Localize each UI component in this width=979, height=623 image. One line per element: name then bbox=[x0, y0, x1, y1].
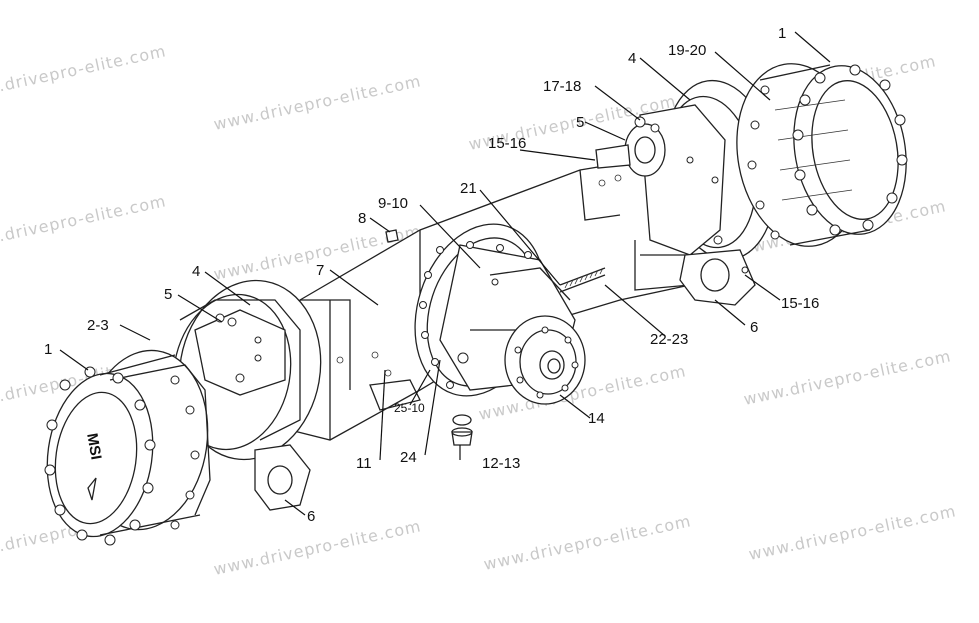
label-1-right: 1 bbox=[778, 25, 786, 42]
label-17-18: 17-18 bbox=[543, 78, 581, 95]
right-bleed-screw bbox=[595, 144, 631, 169]
watermark: www.drivepro-elite.com bbox=[742, 346, 953, 409]
label-25-10: 25-10 bbox=[394, 401, 425, 415]
hub-logo: MSI bbox=[83, 432, 104, 461]
right-brake-caliper bbox=[679, 249, 756, 306]
label-5-right: 5 bbox=[576, 114, 584, 131]
label-4-right: 4 bbox=[628, 50, 636, 67]
label-19-20: 19-20 bbox=[668, 42, 706, 59]
label-6-left: 6 bbox=[307, 508, 315, 525]
watermark: www.drivepro-elite.com bbox=[0, 191, 168, 254]
left-brake-caliper bbox=[254, 444, 311, 511]
label-5-left: 5 bbox=[164, 286, 172, 303]
flange-bolts bbox=[419, 241, 532, 389]
label-21: 21 bbox=[460, 180, 477, 197]
label-12-13: 12-13 bbox=[482, 455, 520, 472]
label-14: 14 bbox=[588, 410, 605, 427]
watermark: www.drivepro-elite.com bbox=[747, 501, 958, 564]
leader-lines bbox=[59, 31, 831, 516]
label-1-left: 1 bbox=[44, 341, 52, 358]
callout-labels: 1 2-3 4 5 6 7 8 9-10 11 12-13 14 15-16 1… bbox=[44, 25, 819, 525]
label-7: 7 bbox=[316, 262, 324, 279]
right-wheel-end bbox=[595, 63, 908, 306]
label-8: 8 bbox=[358, 210, 366, 227]
left-wheel-end: MSI bbox=[44, 279, 322, 546]
label-6-right: 6 bbox=[750, 319, 758, 336]
label-2-3: 2-3 bbox=[87, 317, 109, 334]
right-hub-bolts bbox=[747, 64, 908, 240]
label-15-16-right: 15-16 bbox=[781, 295, 819, 312]
watermark: www.drivepro-elite.com bbox=[0, 41, 168, 104]
label-24: 24 bbox=[400, 449, 417, 466]
watermark: www.drivepro-elite.com bbox=[482, 511, 693, 574]
label-15-16-top: 15-16 bbox=[488, 135, 526, 152]
right-actuator bbox=[624, 123, 666, 177]
breather bbox=[385, 229, 399, 243]
label-9-10: 9-10 bbox=[378, 195, 408, 212]
drain-ring bbox=[452, 414, 472, 426]
differential-housing bbox=[385, 223, 606, 446]
watermark: www.drivepro-elite.com bbox=[212, 516, 423, 579]
watermark: www.drivepro-elite.com bbox=[212, 71, 423, 134]
label-22-23: 22-23 bbox=[650, 331, 688, 348]
drain-plug bbox=[451, 431, 473, 446]
label-11: 11 bbox=[356, 455, 372, 472]
label-4-left: 4 bbox=[192, 263, 200, 280]
